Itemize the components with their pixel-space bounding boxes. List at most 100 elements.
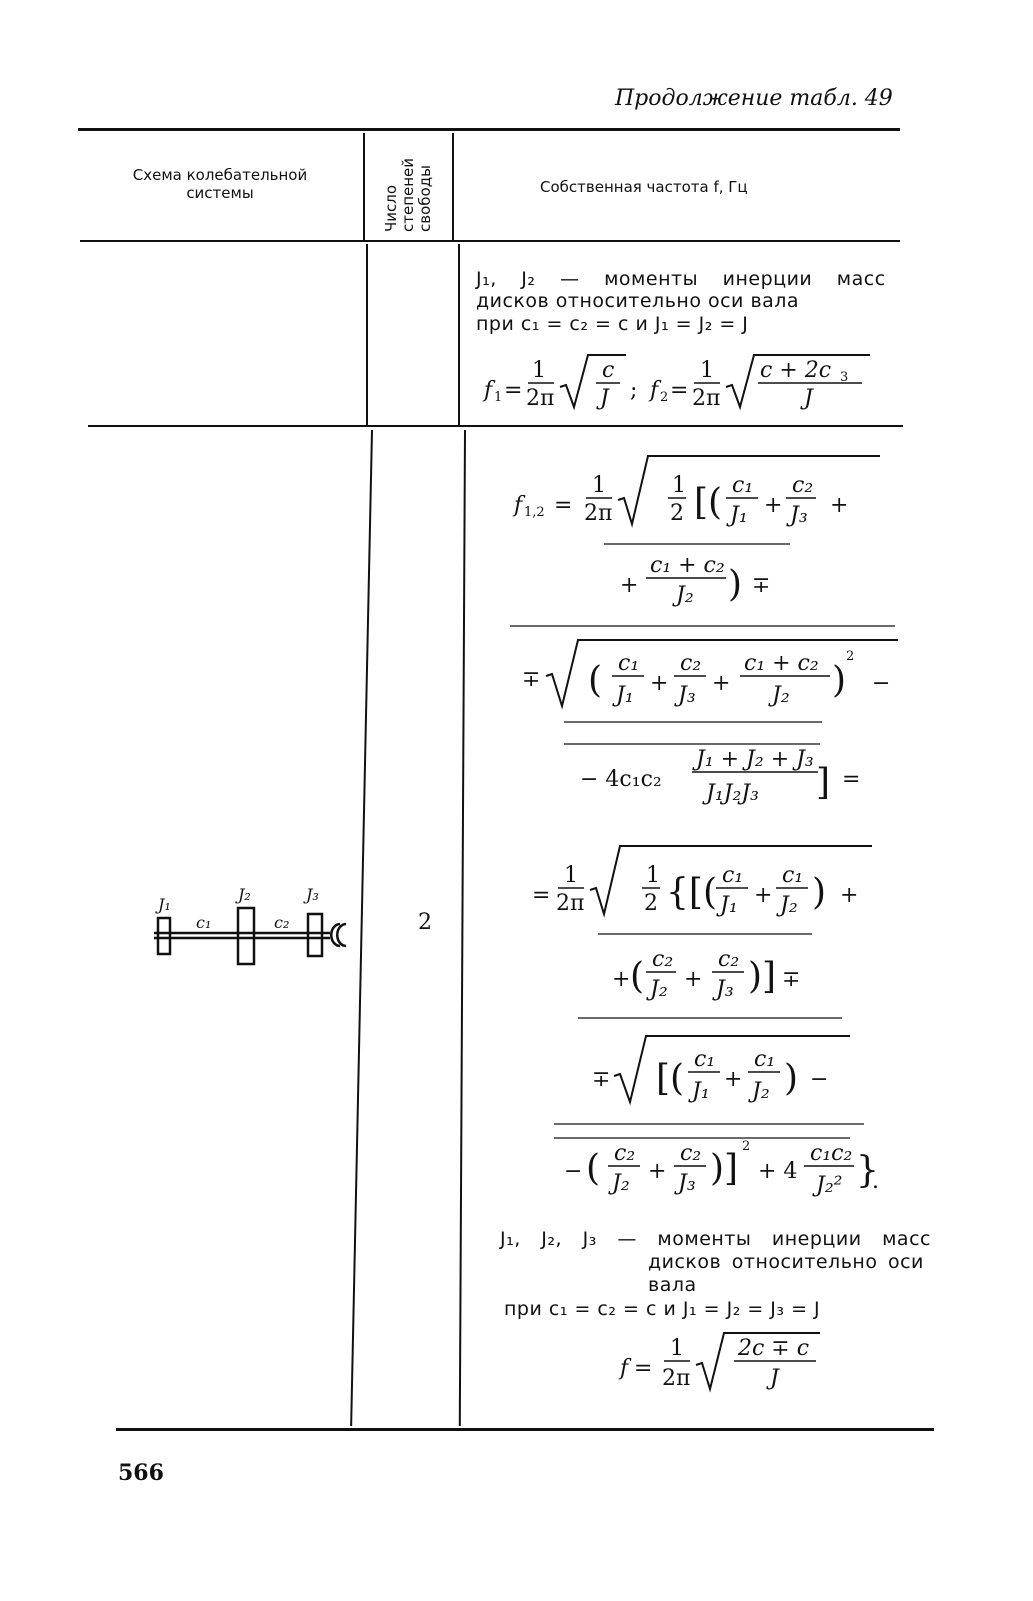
svg-text:∓: ∓ [522, 667, 540, 692]
svg-text:1: 1 [672, 473, 686, 498]
table-top-rule [78, 128, 900, 131]
svg-text:;: ; [630, 378, 637, 403]
svg-text:c₁ + c₂: c₁ + c₂ [744, 651, 819, 676]
svg-text:c₁: c₁ [694, 1047, 715, 1072]
svg-text:=: = [634, 1356, 652, 1381]
row1-description-line2: дисков относительно оси вала [476, 290, 800, 312]
row2-final-formula: f = 1 2π 2c ∓ c J [618, 1332, 820, 1393]
svg-text:(: ( [588, 660, 602, 701]
svg-text:1: 1 [532, 358, 546, 383]
svg-text:(: ( [586, 1148, 600, 1189]
svg-text:2: 2 [660, 390, 668, 405]
svg-text:c₁: c₁ [782, 863, 803, 888]
col-divider-1-row1 [366, 244, 368, 425]
svg-text:J₂: J₂ [768, 683, 790, 708]
svg-text:2c ∓ c: 2c ∓ c [737, 1336, 809, 1361]
svg-text:2π: 2π [692, 386, 720, 411]
svg-text:[(: [( [656, 1058, 684, 1099]
svg-text:−: − [810, 1067, 828, 1092]
svg-text:): ) [812, 872, 826, 913]
svg-text:+: + [650, 671, 668, 696]
svg-text:+: + [684, 967, 702, 992]
svg-text:J: J [596, 386, 610, 411]
svg-text:+ 4: + 4 [758, 1159, 797, 1184]
svg-text:2: 2 [742, 1139, 750, 1154]
svg-text:=: = [532, 883, 550, 908]
svg-text:=: = [670, 378, 688, 403]
svg-text:J₂: J₂ [608, 1171, 630, 1196]
svg-text:2: 2 [846, 649, 854, 664]
svg-text:c₁: c₁ [732, 473, 753, 498]
svg-text:(: ( [630, 956, 644, 997]
svg-text:=: = [842, 767, 860, 792]
svg-text:1: 1 [494, 390, 502, 405]
svg-text:J: J [800, 386, 814, 411]
svg-text:c₂: c₂ [718, 947, 739, 972]
row2-formula-block2: = 1 2π 1 2 {[( c₁ J₁ + c₁ J₂ ) + + ( c₂ … [532, 845, 879, 1198]
svg-text:f: f [618, 1356, 632, 1381]
svg-text:1,2: 1,2 [524, 505, 545, 520]
svg-text:+: + [840, 883, 858, 908]
svg-text:+: + [620, 573, 638, 598]
svg-text:−: − [564, 1159, 582, 1184]
svg-text:): ) [832, 660, 846, 701]
svg-text:c + 2c: c + 2c [760, 358, 831, 383]
svg-text:∓: ∓ [592, 1067, 610, 1092]
svg-text:J₂: J₂ [672, 583, 694, 608]
svg-text:∓: ∓ [782, 967, 800, 992]
svg-text:1: 1 [670, 1336, 684, 1361]
label-j2: J₂ [235, 885, 251, 904]
row2-description-line2: дисков относительно оси [648, 1251, 924, 1273]
label-j1: J₁ [155, 895, 171, 914]
label-c2: c₂ [274, 913, 289, 932]
row2-formula-block1: f 1,2 = 1 2π 1 2 [( c₁ J₁ + c₂ J₃ + + c₁… [510, 455, 898, 806]
column-header-dof-line2: степеней [399, 157, 417, 232]
svg-text:=: = [504, 378, 522, 403]
svg-text:): ) [728, 564, 742, 605]
row2-condition: при c₁ = c₂ = c и J₁ = J₂ = J₃ = J [504, 1298, 821, 1320]
svg-text:J₃: J₃ [674, 683, 696, 708]
row2-description-line3: вала [648, 1274, 697, 1296]
column-header-dof-line3: свободы [416, 165, 434, 232]
column-header-dof: Число степеней свободы [381, 140, 441, 235]
svg-text:J₃: J₃ [712, 977, 734, 1002]
svg-text:J₁J₂J₃: J₁J₂J₃ [702, 781, 759, 806]
column-header-scheme-line2: системы [186, 184, 254, 202]
svg-text:J₃: J₃ [786, 503, 808, 528]
svg-text:2π: 2π [526, 386, 554, 411]
svg-text:}: } [856, 1150, 879, 1191]
svg-text:c₂: c₂ [680, 651, 701, 676]
svg-text:2: 2 [644, 891, 658, 916]
row1-description-line3: при c₁ = c₂ = c и J₁ = J₂ = J [476, 313, 749, 335]
row2-degrees-of-freedom: 2 [418, 910, 432, 935]
svg-text:J₂: J₂ [776, 893, 798, 918]
svg-text:J₁: J₁ [716, 893, 738, 918]
svg-text:+: + [754, 883, 772, 908]
svg-text:=: = [554, 493, 572, 518]
svg-text:1: 1 [564, 863, 578, 888]
row1-frequency-formula: f 1 = 1 2π c J ; f 2 = 1 2π c + 2c 3 J [482, 354, 870, 411]
disk-j1-shape [156, 916, 172, 956]
column-header-scheme: Схема колебательной системы [100, 166, 340, 202]
col-divider-2-header [452, 133, 454, 240]
disk-j3-shape [306, 912, 324, 958]
svg-text:−: − [872, 671, 890, 696]
svg-text:c₂: c₂ [614, 1141, 635, 1166]
column-header-dof-line1: Число [382, 184, 400, 232]
svg-text:J₂²: J₂² [812, 1173, 842, 1198]
svg-text:.: . [872, 1169, 879, 1194]
svg-text:+: + [648, 1159, 666, 1184]
svg-text:c₁ + c₂: c₁ + c₂ [650, 553, 725, 578]
svg-text:): ) [784, 1058, 798, 1099]
svg-text:− 4c₁c₂: − 4c₁c₂ [580, 767, 662, 792]
svg-text:J₁: J₁ [688, 1079, 710, 1104]
svg-text:+: + [724, 1067, 742, 1092]
row2-description-line1: J₁, J₂, J₃ — моменты инерции масс [500, 1228, 931, 1250]
svg-text:+: + [764, 493, 782, 518]
page-number: 566 [118, 1460, 164, 1486]
clamp-support-icon [330, 922, 347, 948]
svg-text:c₁: c₁ [618, 651, 639, 676]
header-bottom-rule [80, 240, 900, 242]
svg-text:J₃: J₃ [674, 1171, 696, 1196]
svg-text:+: + [712, 671, 730, 696]
